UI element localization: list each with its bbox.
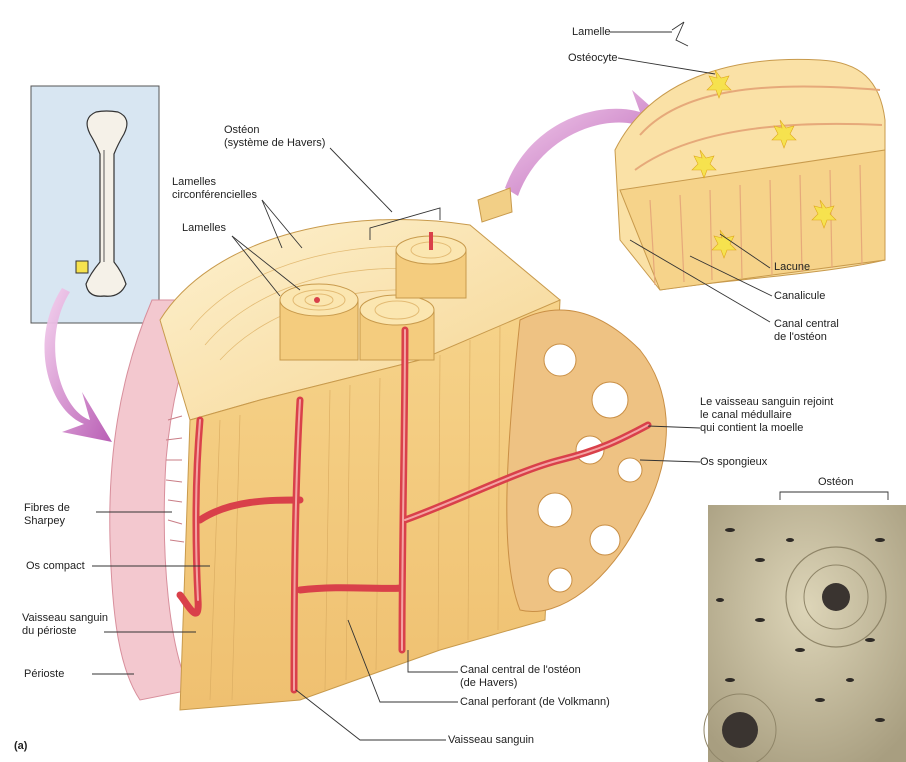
- osteon-cylinder-left: [280, 284, 358, 360]
- label-canal-central-havers: Canal central de l'ostéon(de Havers): [460, 664, 581, 690]
- label-perioste: Périoste: [24, 668, 64, 681]
- label-os-spongieux: Os spongieux: [700, 456, 767, 469]
- osteon-cylinder-mid: [360, 295, 434, 360]
- leader-osteon-micro: [780, 492, 888, 500]
- femur-highlight-box: [76, 261, 88, 273]
- osteon-micrograph: [704, 505, 906, 762]
- label-lamelles: Lamelles: [182, 222, 226, 235]
- osteon-sample-piece: [478, 188, 512, 222]
- label-lacune: Lacune: [774, 261, 810, 274]
- label-canal-perforant: Canal perforant (de Volkmann): [460, 696, 610, 709]
- spongy-bone: [507, 310, 667, 612]
- leader-lamelle: [610, 22, 688, 46]
- leader-osteocyte: [618, 58, 715, 74]
- label-os-compact: Os compact: [26, 560, 85, 573]
- label-lamelle: Lamelle: [572, 26, 611, 39]
- label-vaisseau-sanguin: Vaisseau sanguin: [448, 734, 534, 747]
- femur-inset: [31, 86, 159, 323]
- label-osteocyte: Ostéocyte: [568, 52, 618, 65]
- label-osteon: Ostéon(système de Havers): [224, 124, 325, 150]
- label-osteon-micrograph: Ostéon: [818, 476, 853, 489]
- leader-vaisseau-sanguin: [296, 690, 446, 740]
- panel-label: (a): [14, 740, 27, 752]
- osteon-cylinder-havers: [396, 232, 466, 298]
- label-canalicule: Canalicule: [774, 290, 825, 303]
